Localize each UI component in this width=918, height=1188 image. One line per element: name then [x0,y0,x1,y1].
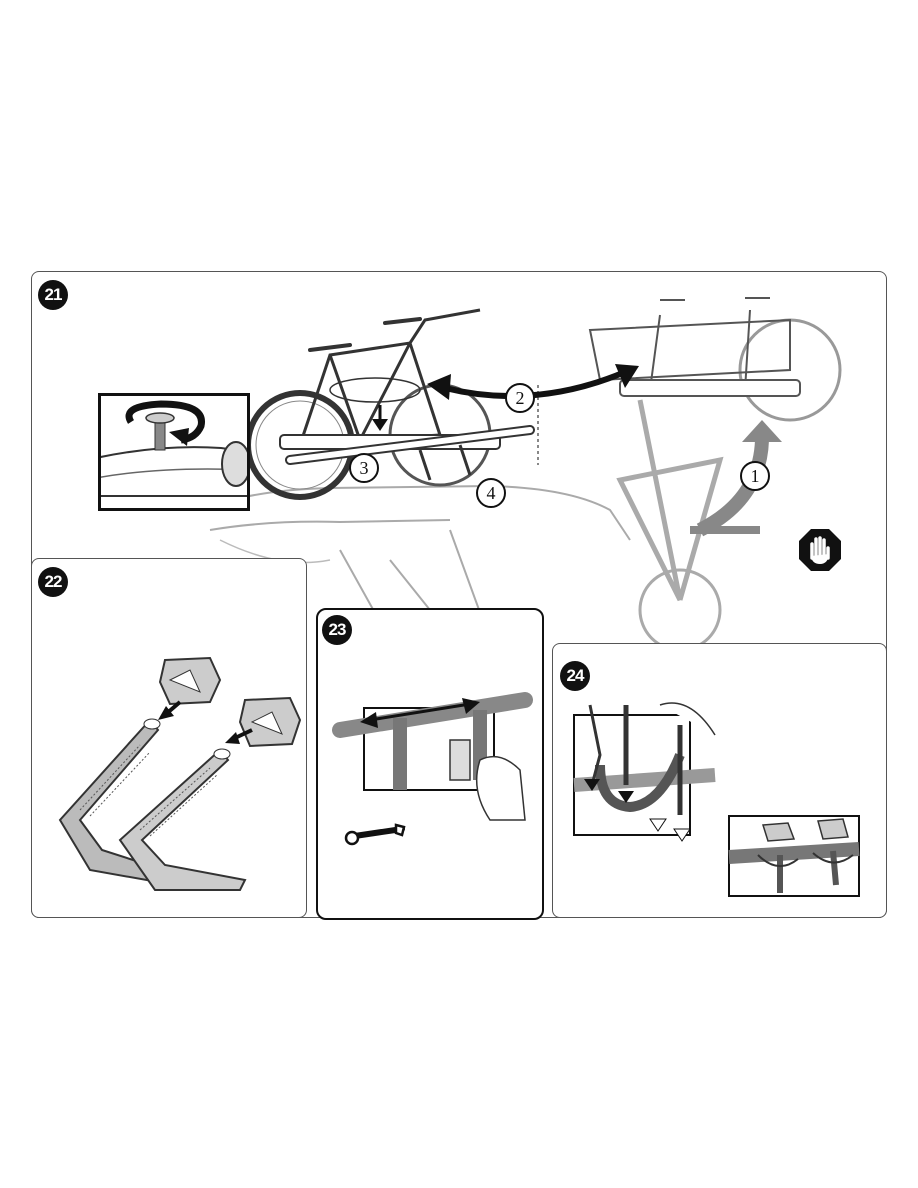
strap-release-illustration [570,695,720,845]
rack-bar [280,420,560,490]
reference-line [536,385,540,465]
callout-1: 1 [740,461,770,491]
tighten-mount-illustration [330,680,530,820]
callout-3: 3 [349,453,379,483]
stop-hand-icon [798,528,842,572]
callout-4: 4 [476,478,506,508]
mount-detail-inset [728,815,860,897]
step-22-badge: 22 [38,567,68,597]
step-24-badge: 24 [560,661,590,691]
bolt-turn-icon [101,396,247,508]
strap-replacement-illustration [40,640,300,900]
callout-2: 2 [505,383,535,413]
bolt-detail-inset [98,393,250,511]
step-23-badge: 23 [322,615,352,645]
arrow-move-bike [425,360,645,410]
wrench-icon [344,823,406,849]
step-21-badge: 21 [38,280,68,310]
